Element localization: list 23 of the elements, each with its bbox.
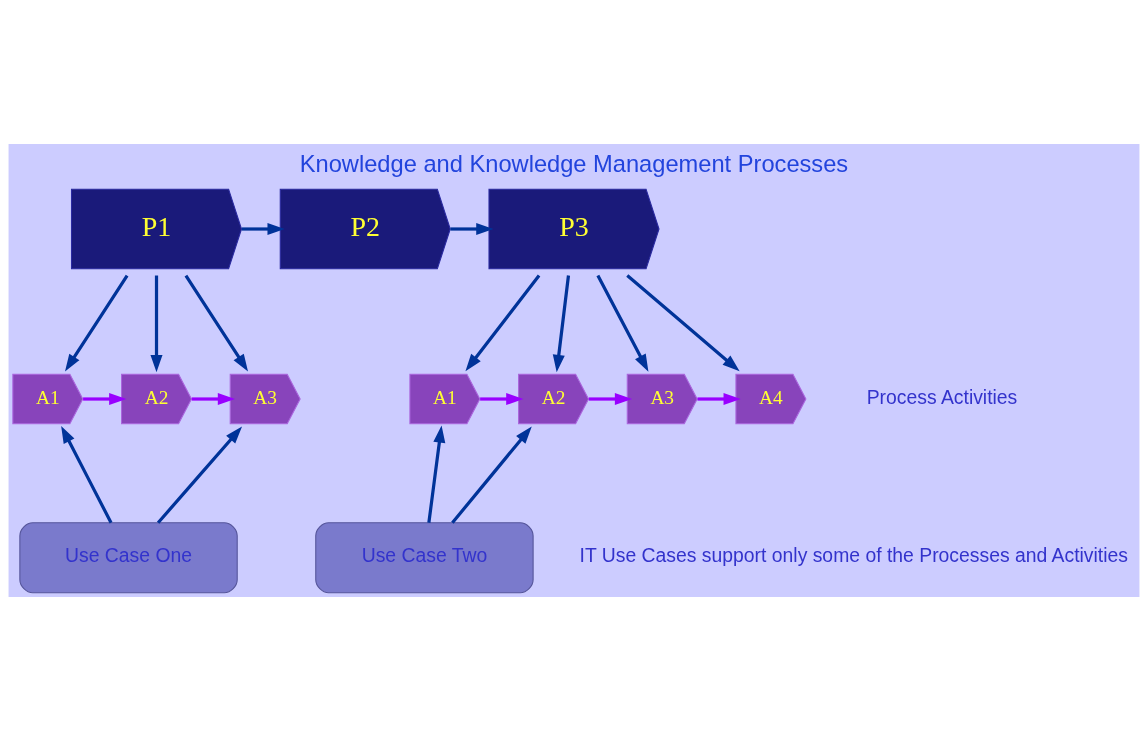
arrow: [596, 274, 649, 372]
arrow: [184, 274, 249, 371]
diagram-title: Knowledge and Knowledge Management Processes: [299, 150, 849, 177]
arrow: [451, 426, 532, 524]
arrow: [61, 425, 113, 523]
arrow: [450, 222, 494, 235]
arrow: [156, 426, 243, 524]
label: Process Activities: [866, 385, 1018, 408]
arrow: [465, 274, 541, 371]
arrow: [83, 392, 127, 405]
arrow: [697, 392, 741, 405]
arrow: [480, 392, 524, 405]
arrow: [626, 273, 740, 371]
arrow: [427, 424, 446, 523]
label: IT Use Cases support only some of the Processes and Activities: [579, 543, 1128, 566]
arrow: [241, 222, 285, 235]
arrow: [65, 274, 129, 371]
arrow: [588, 392, 633, 405]
arrow: [552, 274, 571, 372]
arrow: [150, 275, 163, 372]
node-box: Use Case One: [19, 521, 238, 593]
arrow: [191, 392, 236, 405]
node-box: Use Case Two: [315, 521, 534, 593]
